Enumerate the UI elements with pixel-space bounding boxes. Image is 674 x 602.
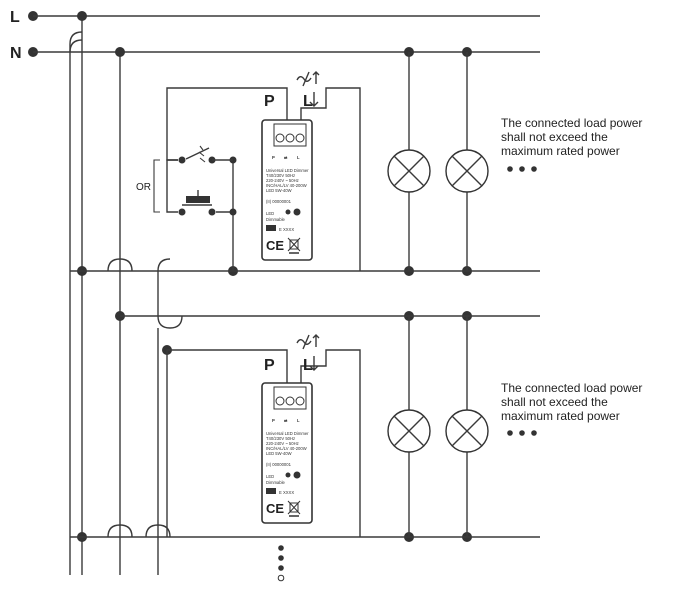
upper-dim-symbol-icon bbox=[296, 71, 320, 87]
or-label: OR bbox=[136, 182, 151, 193]
lower-load-terminal-label: L bbox=[303, 357, 313, 374]
upper-code-line: (II) 00000001 bbox=[266, 199, 292, 204]
lamp-icon bbox=[445, 149, 489, 193]
lamp-icon bbox=[387, 409, 431, 453]
lower-dimmable-label: Dimmable bbox=[266, 480, 286, 485]
lower-spec-line-2: T40/230V 50Hz bbox=[266, 436, 295, 441]
upper-bulb-icon bbox=[293, 208, 301, 216]
toggle-switch bbox=[178, 145, 237, 164]
lower-spec-line-1: Universal LED Dimmer bbox=[266, 431, 309, 436]
lamp-icon bbox=[387, 149, 431, 193]
live-line: L bbox=[10, 9, 540, 26]
lower-spec-line-4: INC/HAL/LV 40-200W bbox=[266, 446, 307, 451]
lower-terminal-mark-l: L bbox=[297, 418, 300, 423]
continuation-ellipsis-icon bbox=[277, 545, 285, 582]
lower-load-arrow-icon bbox=[309, 356, 319, 371]
upper-weee-icon bbox=[287, 237, 301, 254]
upper-spec-line-5: LED 5W-40W bbox=[266, 188, 292, 193]
upper-load-terminal-label: L bbox=[303, 93, 313, 110]
upper-logo-block bbox=[266, 225, 276, 231]
lower-note-line-3: maximum rated power bbox=[501, 409, 620, 423]
upper-terminal-mark-p: P bbox=[272, 155, 275, 160]
lower-led-label: LED bbox=[266, 474, 274, 479]
lower-ce-mark: CE bbox=[266, 501, 284, 516]
upper-spec-line-4: INC/HAL/LV 40-200W bbox=[266, 183, 307, 188]
lower-spec-line-5: LED 5W-40W bbox=[266, 451, 292, 456]
lower-dimmer-module: P ⇄ L Universal LED Dimmer T40/230V 50Hz… bbox=[261, 382, 313, 524]
lower-note-line-1: The connected load power bbox=[501, 381, 642, 395]
lower-spec-line-3: 220-240V ~ 50Hz bbox=[266, 441, 299, 446]
upper-terminal-mark-dim: ⇄ bbox=[284, 154, 288, 161]
upper-dimmer-icon bbox=[285, 209, 291, 215]
neutral-label: N bbox=[10, 45, 22, 62]
upper-dimmable-label: Dimmable bbox=[266, 217, 286, 222]
lower-mark-e: E XXXX bbox=[279, 490, 294, 495]
lower-push-terminal-label: P bbox=[264, 357, 275, 374]
or-bracket bbox=[153, 159, 160, 213]
lower-load-note: The connected load power shall not excee… bbox=[501, 381, 642, 423]
lower-circuit bbox=[166, 349, 361, 537]
upper-lamps bbox=[387, 52, 537, 271]
upper-circuit: OR bbox=[136, 87, 361, 271]
upper-terminal-mark-l: L bbox=[297, 155, 300, 160]
upper-led-label: LED bbox=[266, 211, 274, 216]
lower-code-line: (II) 00000001 bbox=[266, 462, 292, 467]
upper-dimmer-module: P ⇄ L Universal LED Dimmer T40/230V 50Hz… bbox=[261, 119, 313, 261]
upper-spec-line-2: T40/230V 50Hz bbox=[266, 173, 295, 178]
lower-bulb-icon bbox=[293, 471, 301, 479]
upper-push-terminal-label: P bbox=[264, 93, 275, 110]
upper-note-line-2: shall not exceed the bbox=[501, 130, 608, 144]
lamp-icon bbox=[445, 409, 489, 453]
lower-terminal-mark-dim: ⇄ bbox=[284, 417, 288, 424]
lower-dim-symbol-icon bbox=[296, 334, 320, 350]
upper-load-note: The connected load power shall not excee… bbox=[501, 116, 642, 158]
lower-weee-icon bbox=[287, 500, 301, 517]
vertical-bus bbox=[69, 16, 183, 575]
more-lamps-ellipsis-icon bbox=[507, 166, 537, 172]
lower-note-line-2: shall not exceed the bbox=[501, 395, 608, 409]
lower-dimmer-icon bbox=[285, 472, 291, 478]
more-lamps-ellipsis-icon bbox=[507, 430, 537, 436]
lower-terminal-mark-p: P bbox=[272, 418, 275, 423]
upper-ce-mark: CE bbox=[266, 238, 284, 253]
upper-note-line-1: The connected load power bbox=[501, 116, 642, 130]
upper-load-arrow-icon bbox=[309, 92, 319, 107]
neutral-line: N bbox=[10, 45, 540, 62]
upper-note-line-3: maximum rated power bbox=[501, 144, 620, 158]
upper-spec-line-1: Universal LED Dimmer bbox=[266, 168, 309, 173]
lower-lamps bbox=[387, 316, 537, 537]
lower-logo-block bbox=[266, 488, 276, 494]
upper-spec-line-3: 220-240V ~ 50Hz bbox=[266, 178, 299, 183]
push-button bbox=[178, 190, 237, 216]
live-label: L bbox=[10, 9, 20, 26]
upper-mark-e: E XXXX bbox=[279, 227, 294, 232]
